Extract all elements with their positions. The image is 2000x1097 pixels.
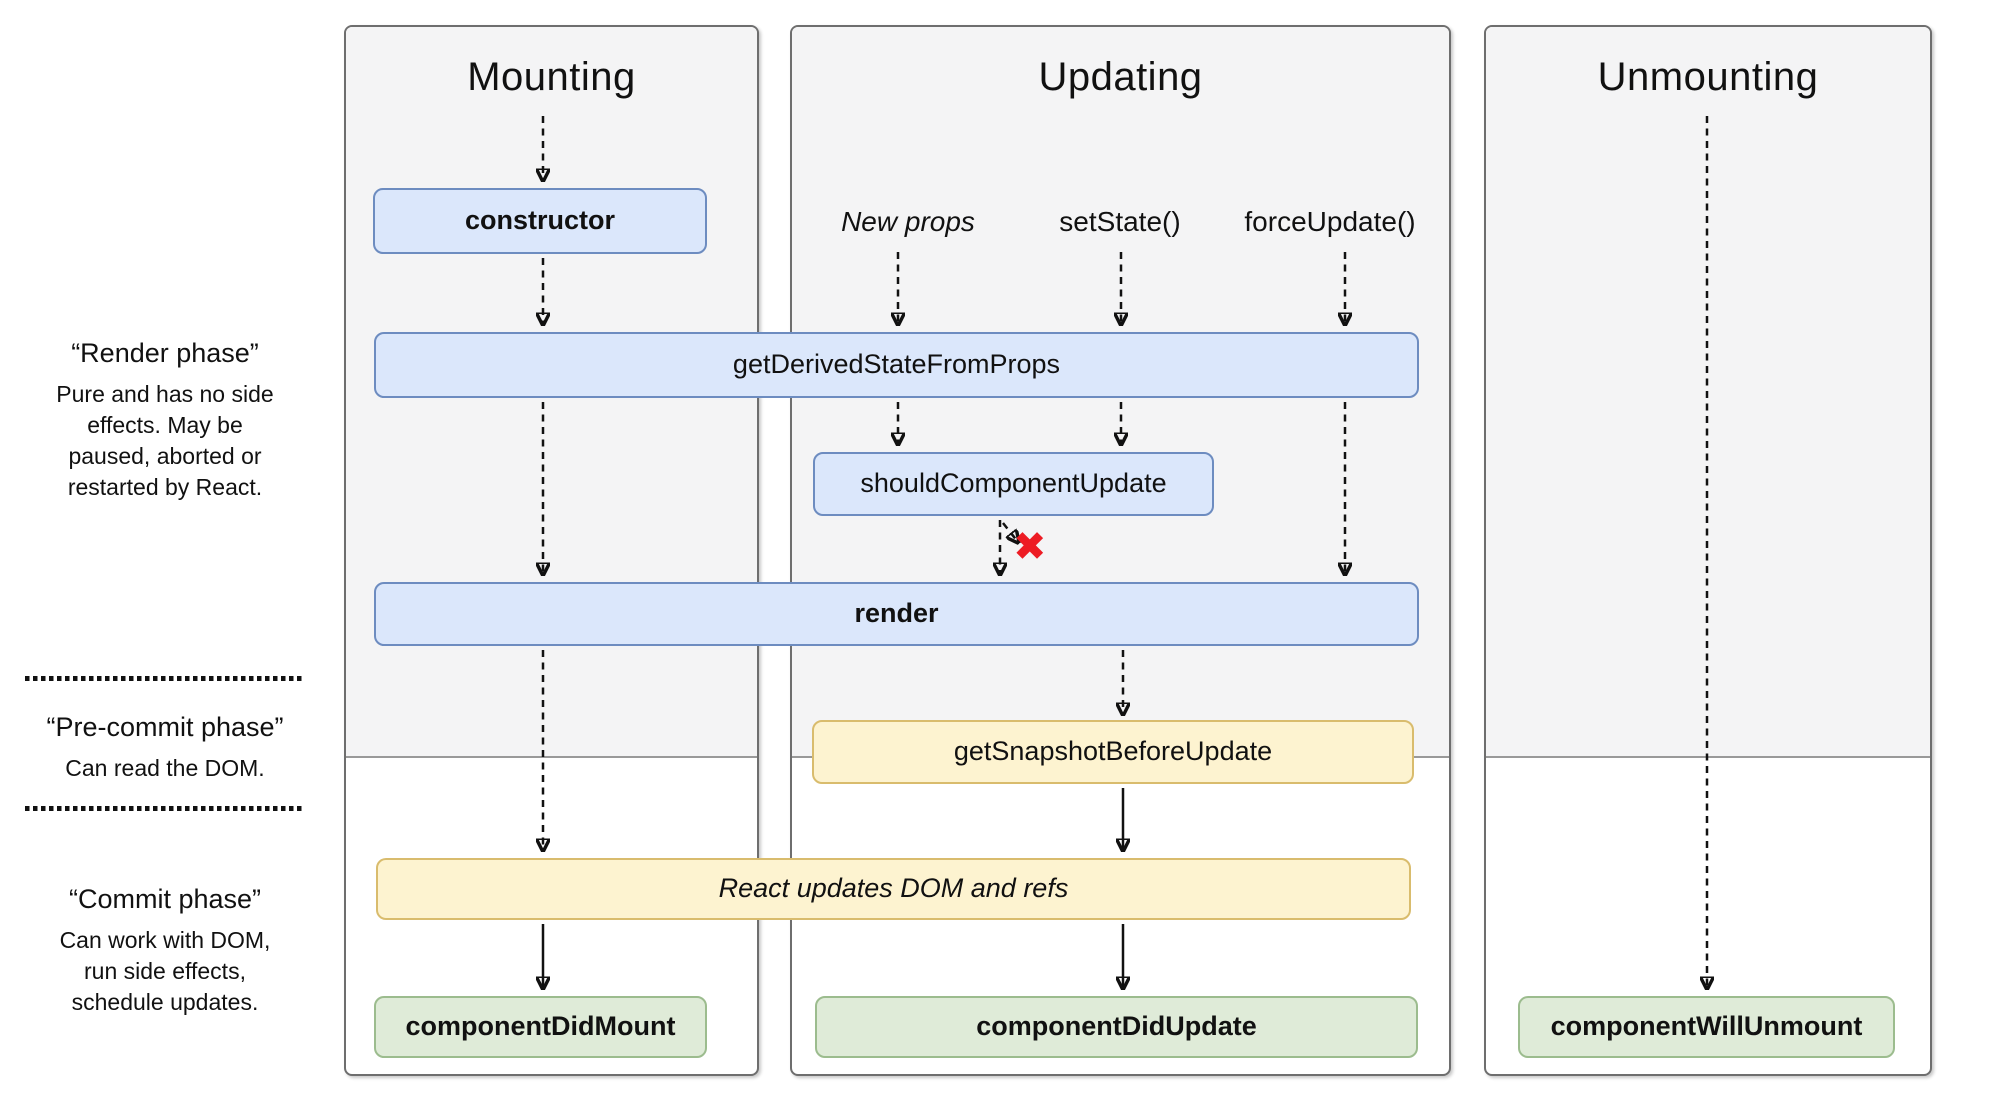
pre-commit-phase-description: Can read the DOM.: [65, 755, 265, 781]
render-phase-region-unmounting: [1486, 27, 1930, 758]
column-title-mounting: Mounting: [467, 55, 636, 99]
box-get-snapshot-before-update: getSnapshotBeforeUpdate: [812, 720, 1414, 784]
render-phase-title: “Render phase”: [71, 338, 259, 368]
commit-phase-label: “Commit phase” Can work with DOM, run si…: [15, 884, 315, 1018]
commit-phase-description: Can work with DOM, run side effects, sch…: [59, 927, 271, 1015]
box-component-did-mount: componentDidMount: [374, 996, 707, 1058]
panel-unmounting: Unmounting: [1484, 25, 1932, 1076]
box-constructor: constructor: [373, 188, 707, 254]
render-phase-description: Pure and has no side effects. May be pau…: [56, 381, 274, 500]
phase-divider-bottom: [25, 806, 303, 811]
commit-phase-title: “Commit phase”: [68, 884, 262, 914]
box-component-will-unmount: componentWillUnmount: [1518, 996, 1895, 1058]
column-title-unmounting: Unmounting: [1597, 55, 1819, 99]
box-component-did-update: componentDidUpdate: [815, 996, 1418, 1058]
column-title-updating: Updating: [1038, 55, 1203, 99]
pre-commit-phase-title: “Pre-commit phase”: [46, 712, 284, 742]
box-should-component-update: shouldComponentUpdate: [813, 452, 1214, 516]
trigger-new-props: New props: [841, 206, 975, 237]
render-phase-label: “Render phase” Pure and has no side effe…: [15, 338, 315, 503]
phase-divider-top: [25, 676, 303, 681]
trigger-set-state: setState(): [1059, 206, 1181, 237]
box-get-derived-state-from-props: getDerivedStateFromProps: [374, 332, 1419, 398]
trigger-force-update: forceUpdate(): [1244, 206, 1416, 237]
box-react-updates-dom: React updates DOM and refs: [376, 858, 1411, 920]
box-render: render: [374, 582, 1419, 646]
skip-update-x-icon: ✖: [1013, 525, 1047, 569]
pre-commit-phase-label: “Pre-commit phase” Can read the DOM.: [15, 712, 315, 784]
